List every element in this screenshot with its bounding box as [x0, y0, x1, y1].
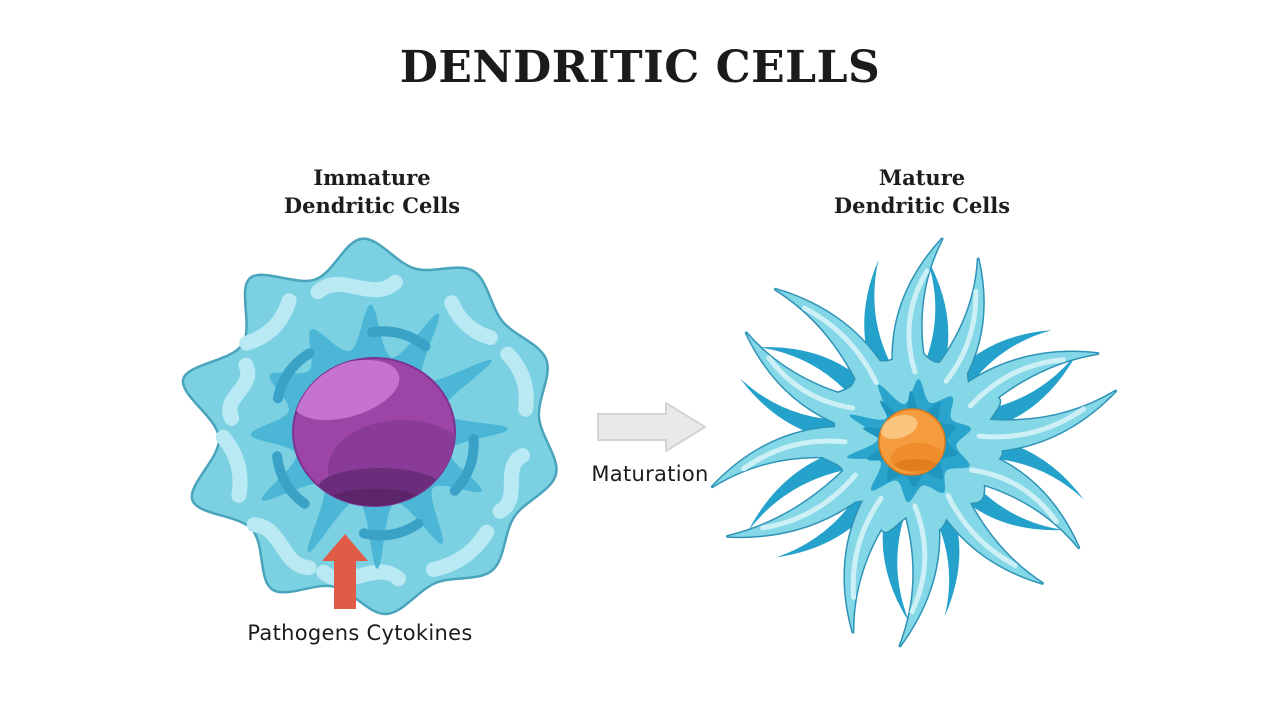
right-arrow-icon [597, 402, 706, 452]
stimulus-arrow-icon [322, 534, 368, 609]
mature-cell-label-line2: Dendritic Cells [833, 193, 1011, 218]
mature-dendritic-cell-illustration [710, 237, 1118, 648]
immature-cell-label: Immature Dendritic Cells [222, 164, 522, 220]
stimulus-label: Pathogens Cytokines [247, 621, 473, 645]
maturation-arrow-icon [597, 402, 706, 452]
immature-cell-label-line2: Dendritic Cells [283, 193, 461, 218]
up-arrow-icon [322, 534, 368, 609]
immature-cell-label-line1: Immature [313, 165, 431, 190]
mature-cell-label: Mature Dendritic Cells [772, 164, 1072, 220]
page-title: DENDRITIC CELLS [399, 42, 881, 93]
immature-dendritic-cell-illustration [181, 237, 558, 616]
maturation-label: Maturation [591, 462, 709, 486]
mature-cell-label-line1: Mature [878, 165, 966, 190]
